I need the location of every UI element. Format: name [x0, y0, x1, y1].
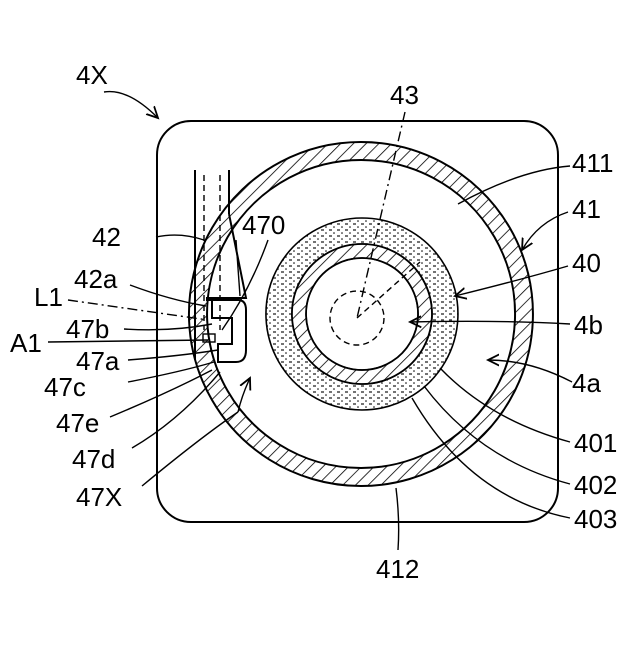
- label-403: 403: [574, 504, 617, 534]
- label-4X: 4X: [76, 60, 108, 90]
- label-47d: 47d: [72, 444, 115, 474]
- label-47c: 47c: [44, 372, 86, 402]
- arrow-47X: [238, 378, 250, 412]
- label-41: 41: [572, 194, 601, 224]
- label-401: 401: [574, 428, 617, 458]
- leader-42: [156, 235, 204, 240]
- label-40: 40: [572, 248, 601, 278]
- label-47e: 47e: [56, 408, 99, 438]
- leader-41: [522, 212, 568, 250]
- label-A1: A1: [10, 328, 42, 358]
- leader-4X: [104, 92, 158, 118]
- label-412: 412: [376, 554, 419, 584]
- label-47X: 47X: [76, 482, 122, 512]
- label-470: 470: [242, 210, 285, 240]
- label-411: 411: [572, 148, 613, 178]
- inner-tube-inner-edge: [306, 258, 418, 370]
- leader-412: [396, 488, 399, 550]
- label-42a: 42a: [74, 264, 118, 294]
- label-42: 42: [92, 222, 121, 252]
- label-L1: L1: [34, 282, 63, 312]
- label-47b: 47b: [66, 314, 109, 344]
- radial-dash-line: [357, 262, 420, 318]
- label-4b: 4b: [574, 310, 603, 340]
- label-43: 43: [390, 80, 419, 110]
- label-4a: 4a: [572, 368, 601, 398]
- inner-tube-wall: [292, 244, 432, 384]
- label-402: 402: [574, 470, 617, 500]
- leader-47e: [110, 370, 212, 417]
